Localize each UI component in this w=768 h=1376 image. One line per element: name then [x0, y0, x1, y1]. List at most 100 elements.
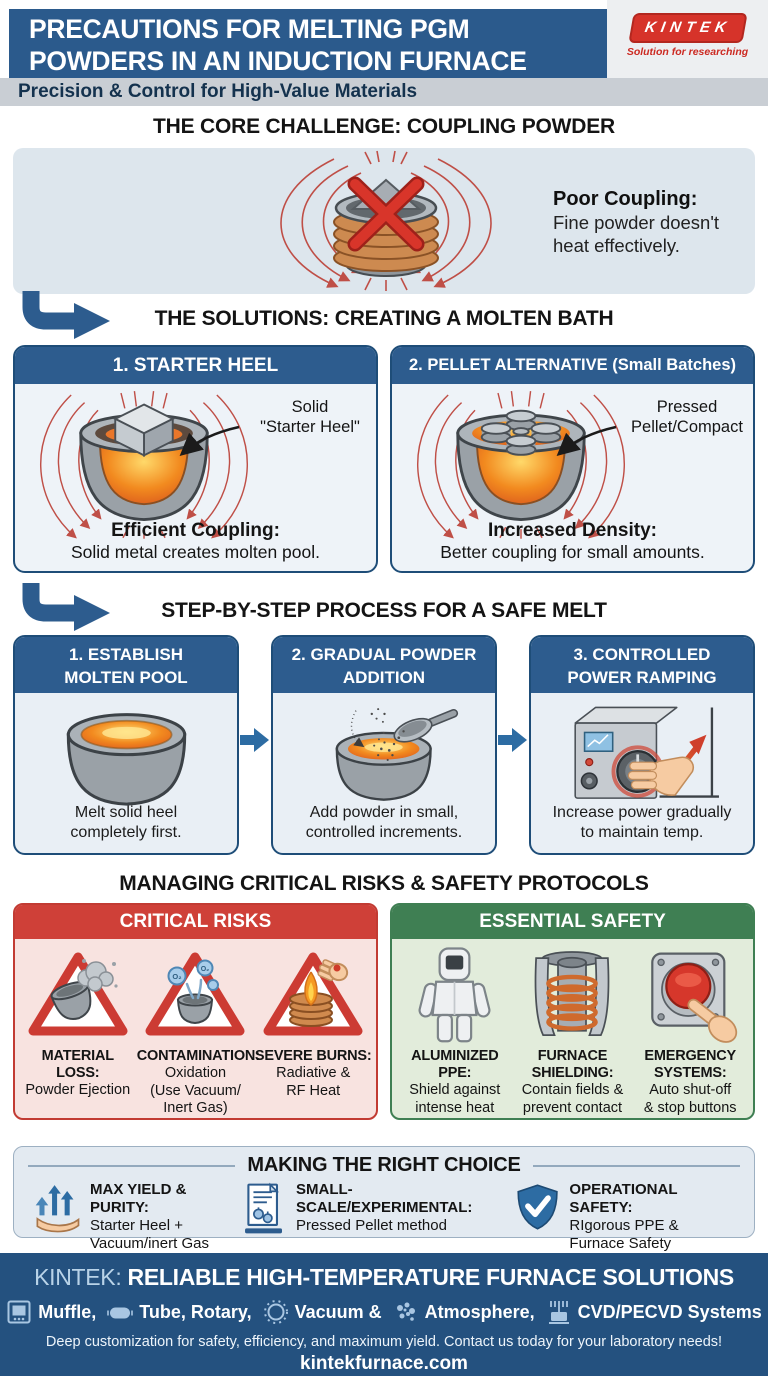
rule-right	[532, 1164, 740, 1167]
flow-arrow-right-icon	[240, 728, 269, 752]
step3-title-line1: 3. CONTROLLED	[573, 645, 711, 664]
safety-item-shielding: FURNACE SHIELDING: Contain fields & prev…	[514, 943, 632, 1117]
footer-website: kintekfurnace.com	[300, 1353, 468, 1374]
pellet-label-line2: Pellet/Compact	[631, 418, 743, 436]
elbow-flow-arrow-icon	[22, 583, 110, 631]
step1-caption-line2: completely first.	[70, 824, 182, 841]
safety1-line1: Shield against	[409, 1082, 501, 1098]
page-title-line2: POWDERS IN AN INDUCTION FURNACE	[29, 46, 527, 76]
callout-line1: Fine powder doesn't	[553, 212, 720, 233]
safety2-line2: prevent contact	[522, 1099, 623, 1116]
svg-text:O₂: O₂	[173, 972, 182, 981]
risk1-line1: Powder Ejection	[25, 1082, 131, 1098]
choice-item-yield: MAX YIELD & PURITY: Starter Heel + Vacuu…	[34, 1181, 240, 1253]
safety-item-ppe: ALUMINIZED PPE: Shield against intense h…	[396, 943, 514, 1117]
product-cvd-label: CVD/PECVD Systems	[577, 1301, 762, 1322]
pellet-label: Pressed Pellet/Compact	[624, 397, 750, 437]
choice-smallscale-text: SMALL-SCALE/EXPERIMENTAL: Pressed Pellet…	[296, 1181, 515, 1235]
product-atmosphere: Atmosphere,	[393, 1299, 535, 1325]
growth-hand-icon	[35, 1185, 80, 1233]
choice-heading: MAKING THE RIGHT CHOICE	[247, 1154, 521, 1176]
step2-caption-line2: controlled increments.	[305, 824, 463, 841]
footer-products: Muffle, Tube, Rotary, Vacuum &	[0, 1299, 768, 1325]
product-tube-label: Tube, Rotary,	[139, 1301, 252, 1322]
starter-heel-card: 1. STARTER HEEL	[13, 345, 378, 573]
choice-yield-line2: Vacuum/inert Gas	[90, 1235, 209, 1252]
process-heading: STEP-BY-STEP PROCESS FOR A SAFE MELT	[161, 599, 607, 622]
pellet-caption: Increased Density: Better coupling for s…	[392, 520, 753, 563]
pellet-caption-title: Increased Density:	[488, 520, 657, 541]
callout-title: Poor Coupling:	[553, 188, 698, 210]
choice-yield-line1: Starter Heel +	[90, 1217, 183, 1234]
warning-powder-ejection-icon	[28, 952, 128, 1036]
aluminized-ppe-icon	[418, 947, 491, 1043]
svg-text:O₂: O₂	[201, 966, 210, 973]
step1-caption: Melt solid heel completely first.	[15, 803, 237, 843]
page-title-line1: PRECAUTIONS FOR MELTING PGM	[29, 14, 470, 44]
challenge-heading: THE CORE CHALLENGE: COUPLING POWDER	[152, 115, 615, 138]
safety3-title: EMERGENCY SYSTEMS:	[644, 1048, 737, 1081]
choice-yield-text: MAX YIELD & PURITY: Starter Heel + Vacuu…	[90, 1181, 240, 1253]
pellet-alternative-card: 2. PELLET ALTERNATIVE (Small Batches)	[390, 345, 755, 573]
safety3-line1: Auto shut-off	[649, 1082, 732, 1098]
risk3-line1: Radiative &	[276, 1065, 351, 1081]
choice-safety-line1: RIgorous PPE &	[569, 1217, 679, 1234]
logo-box: KINTEK Solution for researching	[607, 0, 768, 78]
step3-title: 3. CONTROLLED POWER RAMPING	[531, 637, 753, 693]
warning-oxidation-icon: O₂ O₂	[145, 952, 245, 1036]
essential-safety-title: ESSENTIAL SAFETY	[392, 905, 753, 939]
pellet-caption-text: Better coupling for small amounts.	[440, 542, 705, 562]
atmosphere-furnace-icon	[396, 1302, 415, 1321]
pointer-arrow-icon	[179, 425, 240, 456]
starter-heel-label-line1: Solid	[291, 398, 329, 416]
footer: KINTEK: RELIABLE HIGH-TEMPERATURE FURNAC…	[0, 1253, 768, 1376]
risk-item-contamination: O₂ O₂ CONTAMINATION: Oxidation (Use Vacu…	[137, 943, 260, 1118]
choice-safety-line2: Furnace Safety	[569, 1235, 672, 1252]
footer-title-prefix: KINTEK:	[34, 1264, 122, 1290]
powder-addition-illustration	[335, 708, 458, 801]
challenge-panel: Poor Coupling: Fine powder doesn't heat …	[13, 148, 755, 294]
starter-heel-label-line2: "Starter Heel"	[260, 418, 360, 436]
product-vacuum-label: Vacuum &	[294, 1301, 382, 1322]
header-bar: PRECAUTIONS FOR MELTING PGM POWDERS IN A…	[9, 9, 607, 78]
step3-title-line2: POWER RAMPING	[567, 668, 717, 687]
solutions-heading: THE SOLUTIONS: CREATING A MOLTEN BATH	[154, 307, 614, 330]
starter-heel-caption-title: Efficient Coupling:	[111, 520, 280, 541]
safety2-title: FURNACE SHIELDING:	[531, 1048, 614, 1081]
critical-risks-panel: CRITICAL RISKS	[13, 903, 378, 1120]
safety1-title: ALUMINIZED PPE:	[411, 1048, 499, 1081]
risk-item-burns: SEVERE BURNS: Radiative & RF Heat	[254, 943, 372, 1118]
subtitle-bar: Precision & Control for High-Value Mater…	[0, 78, 768, 106]
choice-item-safety: OPERATIONAL SAFETY: RIgorous PPE & Furna…	[515, 1181, 734, 1253]
step2-title: 2. GRADUAL POWDER ADDITION	[273, 637, 495, 693]
poor-coupling-callout: Poor Coupling: Fine powder doesn't heat …	[553, 188, 761, 257]
page-title: PRECAUTIONS FOR MELTING PGM POWDERS IN A…	[9, 9, 607, 77]
step3-caption: Increase power gradually to maintain tem…	[531, 803, 753, 843]
starter-heel-caption: Efficient Coupling: Solid metal creates …	[15, 520, 376, 563]
footer-title-main: RELIABLE HIGH-TEMPERATURE FURNACE SOLUTI…	[127, 1264, 735, 1290]
flow-arrow-right-icon	[498, 728, 527, 752]
molten-pool-illustration	[66, 713, 186, 806]
warning-burns-icon	[263, 952, 363, 1036]
logo-tagline: Solution for researching	[626, 46, 749, 58]
safety1-line2: intense heat	[415, 1099, 495, 1116]
product-muffle: Muffle,	[6, 1299, 96, 1325]
kintek-logo: KINTEK	[627, 13, 748, 43]
choice-titlebar: MAKING THE RIGHT CHOICE	[28, 1154, 740, 1177]
risk2-line2: (Use Vacuum/	[150, 1082, 241, 1099]
choice-smallscale-title: SMALL-SCALE/EXPERIMENTAL:	[296, 1181, 473, 1216]
pointer-arrow-icon	[556, 425, 617, 456]
cvd-system-icon	[548, 1301, 569, 1324]
tube-furnace-icon	[107, 1307, 134, 1319]
essential-safety-panel: ESSENTIAL SAFETY ALUMINIZED PPE:	[390, 903, 755, 1120]
product-cvd: CVD/PECVD Systems	[546, 1299, 762, 1325]
power-ramping-illustration	[574, 706, 719, 799]
footer-tagline: Deep customization for safety, efficienc…	[45, 1334, 723, 1350]
emergency-stop-icon	[650, 952, 737, 1043]
step2-title-line2: ADDITION	[342, 668, 426, 687]
step2-caption: Add powder in small, controlled incremen…	[273, 803, 495, 843]
elbow-flow-arrow-icon	[22, 291, 110, 339]
muffle-furnace-icon	[7, 1300, 31, 1324]
callout-line2: heat effectively.	[553, 235, 680, 256]
risk2-line1: Oxidation	[164, 1065, 227, 1081]
